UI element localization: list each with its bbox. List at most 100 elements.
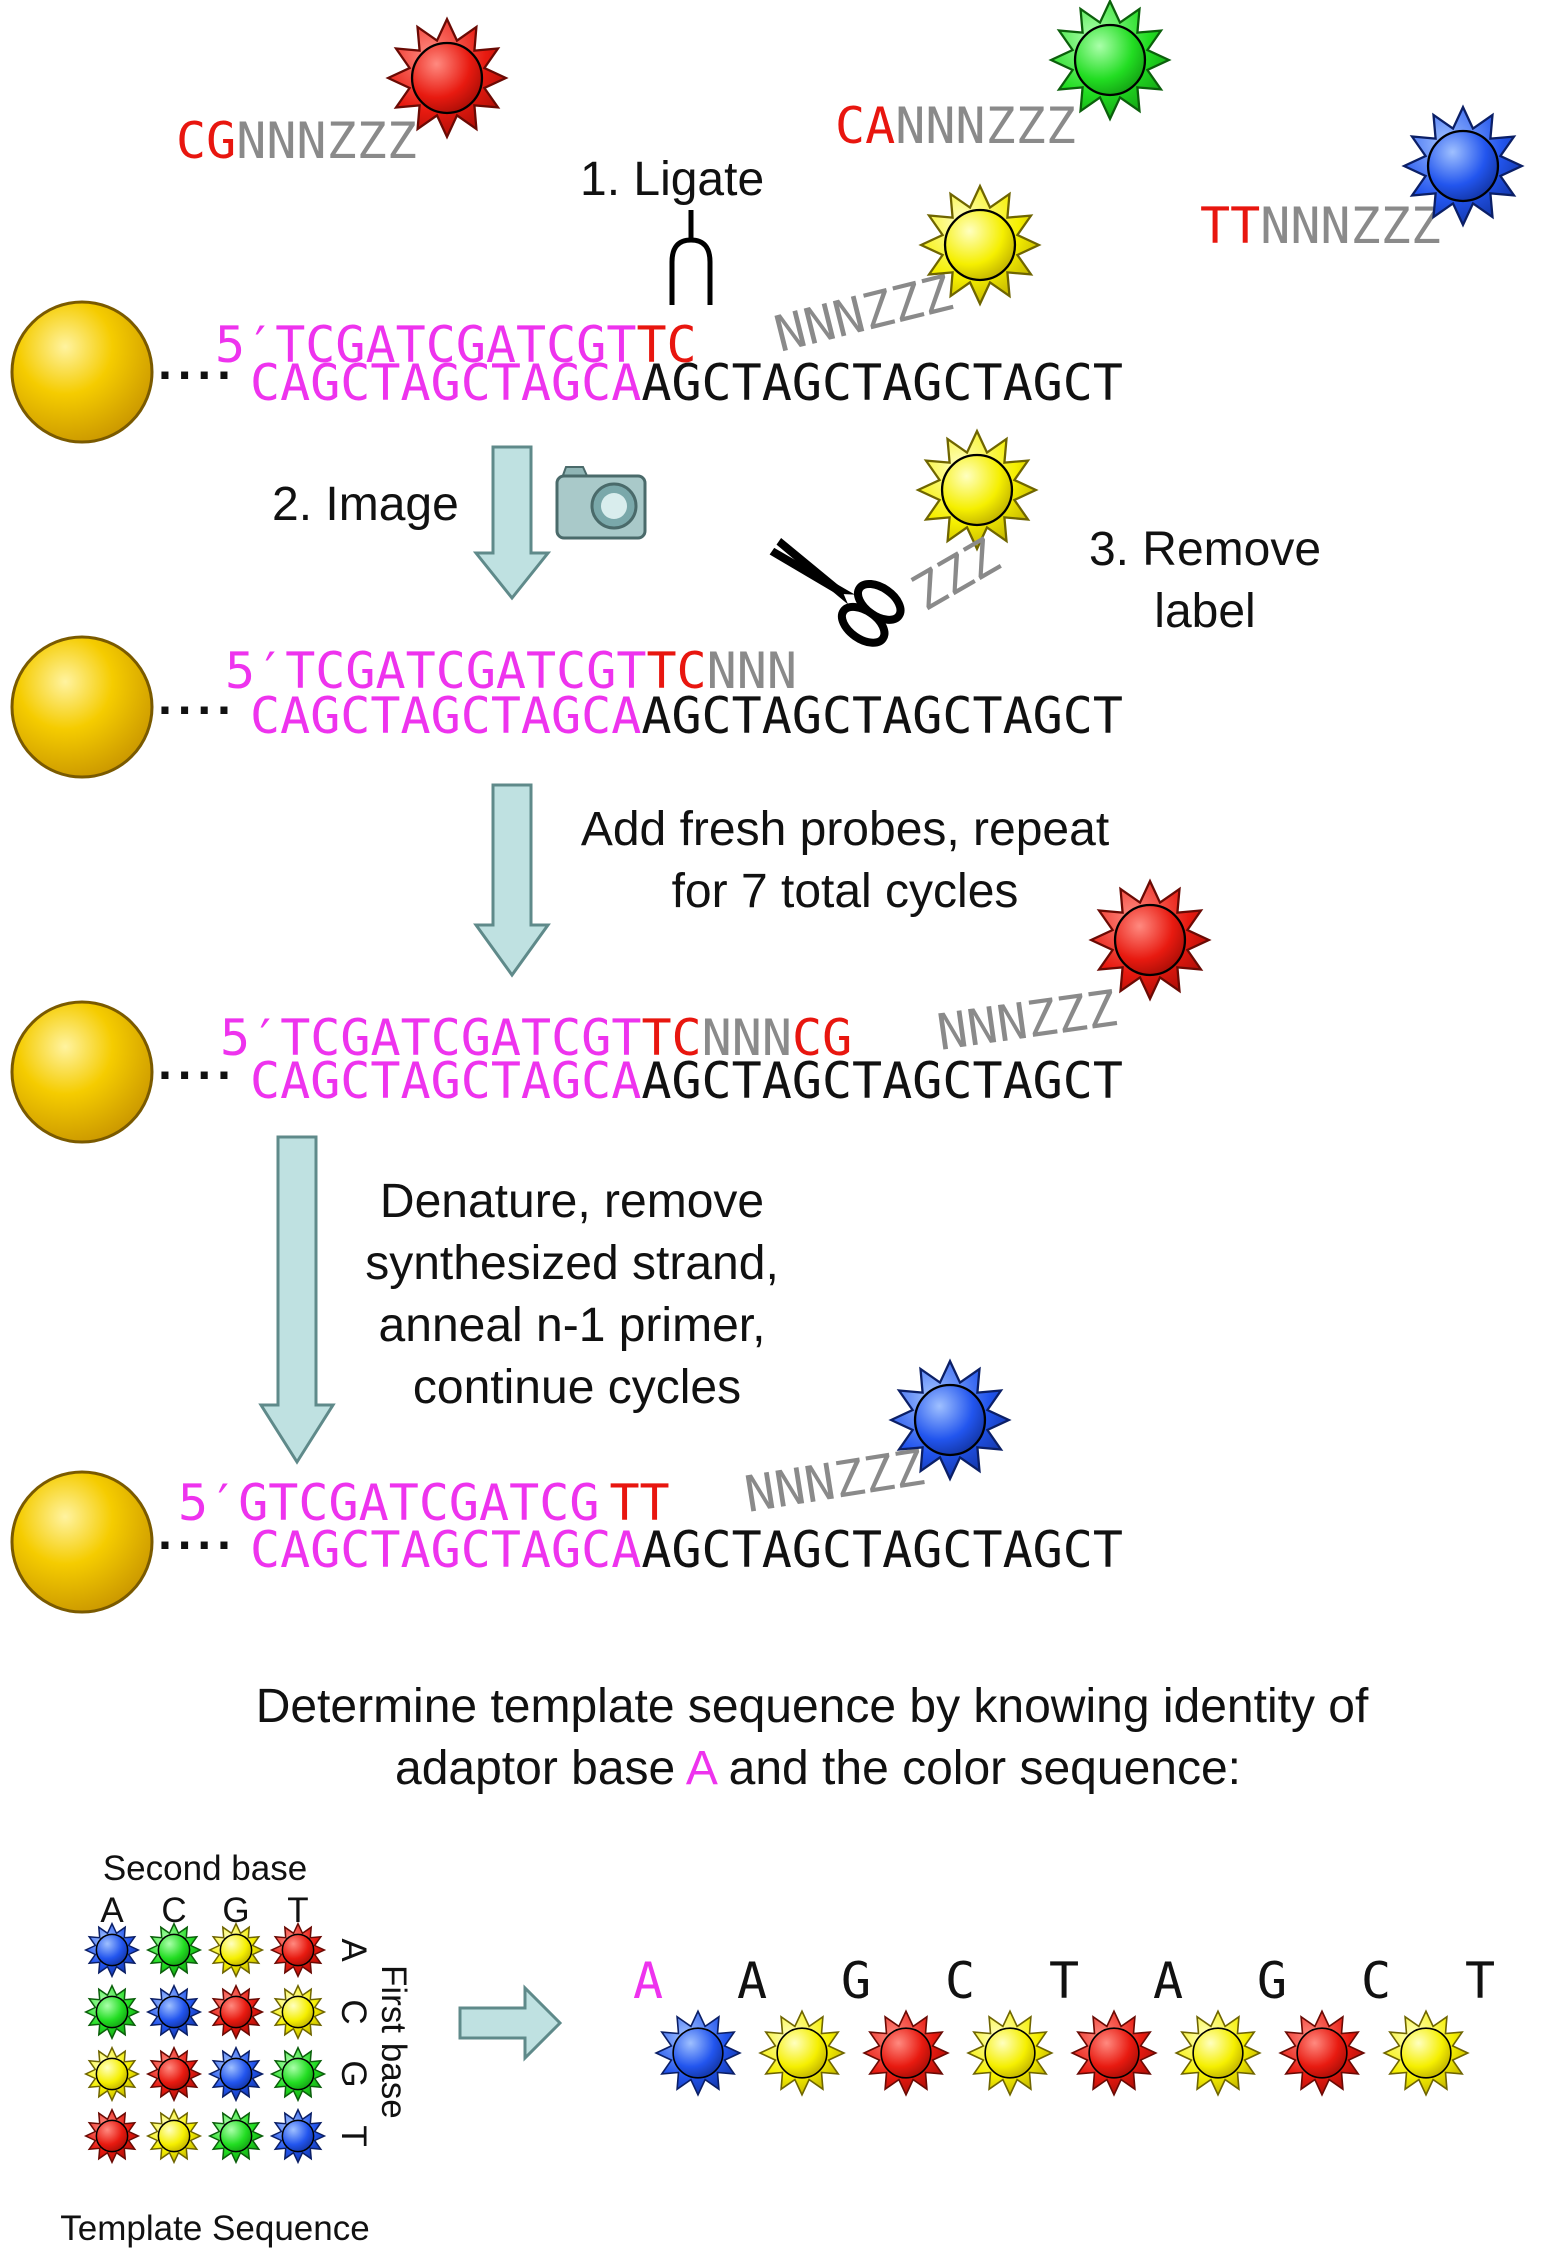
dye-core <box>1400 2027 1452 2079</box>
probe-tail: NNNZZZ <box>741 1438 928 1524</box>
yellow-dye-icon <box>1174 2009 1262 2097</box>
dye-core <box>219 2057 253 2091</box>
matrix-dye-TT <box>269 2107 327 2165</box>
matrix-dye-CG <box>207 1983 265 2041</box>
blue-dye-icon <box>654 2009 742 2097</box>
template-strand: CAGCTAGCTAGCAAGCTAGCTAGCTAGCT <box>250 354 1123 412</box>
matrix-title: Second base <box>103 1849 307 1888</box>
probe-tail: NNNZZZ <box>934 979 1121 1062</box>
matrix-dye-TC <box>145 2107 203 2165</box>
matrix-row-label: T <box>334 2125 373 2146</box>
red-dye-icon <box>1278 2009 1366 2097</box>
dye-core <box>1426 129 1500 203</box>
template-strand: CAGCTAGCTAGCAAGCTAGCTAGCTAGCT <box>250 687 1123 745</box>
matrix-row-label: G <box>334 2060 373 2087</box>
scissors-icon <box>769 538 905 647</box>
green-dye-icon <box>1048 0 1172 122</box>
matrix-dye-GA <box>83 2045 141 2103</box>
down-arrow <box>258 1135 336 1465</box>
matrix-dye-AG <box>207 1921 265 1979</box>
dye-core <box>984 2027 1036 2079</box>
dye-core <box>219 1933 253 1967</box>
step-remove-label: 3. Remove <box>1089 523 1321 576</box>
probe-cg: CGNNNZZZ <box>176 112 417 170</box>
dye-core <box>410 41 484 115</box>
yellow-dye-icon <box>915 428 1039 552</box>
dye-core <box>1088 2027 1140 2079</box>
step-repeat-label-2: for 7 total cycles <box>672 865 1019 918</box>
matrix-dye-AT <box>269 1921 327 1979</box>
bead <box>10 1000 154 1144</box>
dye-core <box>157 1995 191 2029</box>
step-remove-label-2: label <box>1154 585 1255 638</box>
down-arrow <box>473 783 551 978</box>
ligation-bracket <box>669 210 713 305</box>
primer-strand: 5′TCGATCGATCGTTCNNN <box>225 642 797 700</box>
step-denature-label-2: synthesized strand, <box>365 1237 779 1290</box>
step-denature-label-4: continue cycles <box>413 1361 741 1414</box>
dye-core <box>1192 2027 1244 2079</box>
probe-tail: NNNZZZ <box>769 264 958 364</box>
decode-instructions-line1: Determine template sequence by knowing i… <box>256 1680 1369 1733</box>
blue-dye-icon <box>1401 104 1525 228</box>
step-image-label: 2. Image <box>272 478 459 531</box>
decoded-base-label: C <box>945 1952 975 2010</box>
dye-core <box>95 2057 129 2091</box>
step-denature-label: Denature, remove <box>380 1175 764 1228</box>
decoded-base-label: T <box>1049 1952 1079 2010</box>
primer-strand: 5′TCGATCGATCGTTCNNNCG <box>220 1009 852 1067</box>
probe-ca: CANNNZZZ <box>835 97 1076 155</box>
matrix-row-labels: A C G T <box>334 1938 373 2146</box>
step-denature-label-3: anneal n-1 primer, <box>379 1299 766 1352</box>
matrix-caption: Template Sequence <box>60 2209 369 2248</box>
dye-core <box>880 2027 932 2079</box>
bead-linker-dots: ···· <box>158 1047 237 1103</box>
dye-core <box>281 2057 315 2091</box>
probe-tt: TTNNNZZZ <box>1200 197 1441 255</box>
bead <box>10 300 154 444</box>
dye-core <box>95 1995 129 2029</box>
dye-core <box>95 1933 129 1967</box>
bead-linker-dots: ···· <box>158 1517 237 1573</box>
template-strand: CAGCTAGCTAGCAAGCTAGCTAGCTAGCT <box>250 1052 1123 1110</box>
yellow-dye-icon <box>758 2009 846 2097</box>
decoded-base-label: C <box>1361 1952 1391 2010</box>
template-strand: CAGCTAGCTAGCAAGCTAGCTAGCTAGCT <box>250 1521 1123 1579</box>
matrix-dye-TG <box>207 2107 265 2165</box>
matrix-dye-GG <box>207 2045 265 2103</box>
red-dye-icon <box>385 16 509 140</box>
matrix-row-label: C <box>334 1999 373 2024</box>
dye-core <box>219 1995 253 2029</box>
dye-core <box>672 2027 724 2079</box>
yellow-dye-icon <box>918 183 1042 307</box>
dye-core <box>1073 23 1147 97</box>
matrix-dye-CC <box>145 1983 203 2041</box>
matrix-dye-CT <box>269 1983 327 2041</box>
matrix-dye-GC <box>145 2045 203 2103</box>
down-arrow <box>472 445 552 601</box>
matrix-side-title: First base <box>374 1965 413 2119</box>
decoded-base-label: T <box>1465 1952 1495 2010</box>
right-arrow <box>458 1984 563 2062</box>
matrix-dye-AC <box>145 1921 203 1979</box>
red-dye-icon <box>1088 878 1212 1002</box>
bead-linker-dots: ···· <box>158 347 237 403</box>
matrix-dye-GT <box>269 2045 327 2103</box>
camera-icon <box>555 466 647 540</box>
decoded-base-label: A <box>1153 1952 1183 2010</box>
dye-core <box>157 2057 191 2091</box>
matrix-dye-TA <box>83 2107 141 2165</box>
matrix-dye-AA <box>83 1921 141 1979</box>
dye-core <box>1296 2027 1348 2079</box>
blue-dye-icon <box>888 1358 1012 1482</box>
yellow-dye-icon <box>1382 2009 1470 2097</box>
matrix-row-label: A <box>334 1938 373 1962</box>
bead <box>10 1470 154 1614</box>
bead <box>10 635 154 779</box>
dye-core <box>940 453 1014 527</box>
bead-linker-dots: ···· <box>158 682 237 738</box>
